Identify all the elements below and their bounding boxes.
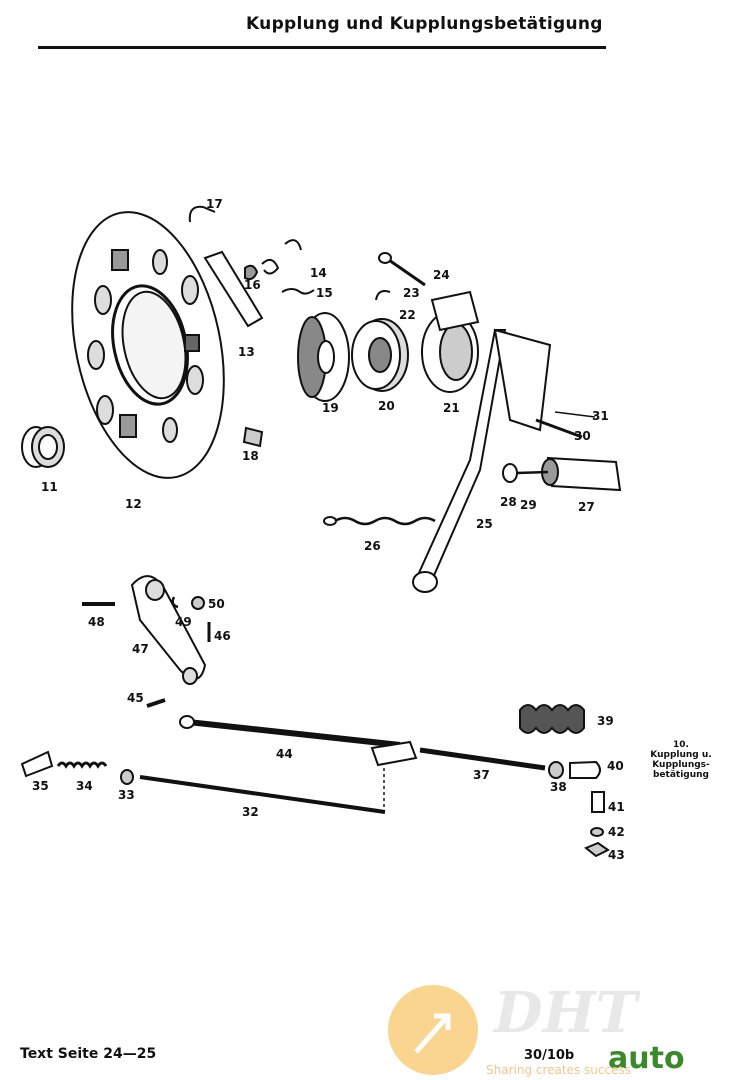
part-label-28: 28 — [500, 495, 517, 509]
part-label-30: 30 — [574, 429, 591, 443]
part-label-40: 40 — [607, 759, 624, 773]
part-label-20: 20 — [378, 399, 395, 413]
bushing-drawing — [21, 426, 65, 468]
part-label-12: 12 — [125, 497, 142, 511]
part-label-18: 18 — [242, 449, 259, 463]
part-label-16: 16 — [244, 278, 261, 292]
part-label-32: 32 — [242, 805, 259, 819]
part-label-47: 47 — [132, 642, 149, 656]
part-label-50: 50 — [208, 597, 225, 611]
part-label-19: 19 — [322, 401, 339, 415]
part-label-22: 22 — [399, 308, 416, 322]
part-label-17: 17 — [206, 197, 223, 211]
part-label-24: 24 — [433, 268, 450, 282]
part-label-44: 44 — [276, 747, 293, 761]
part-label-34: 34 — [76, 779, 93, 793]
part-label-45: 45 — [127, 691, 144, 705]
watermark-brand: DHT — [492, 980, 641, 1046]
part-label-26: 26 — [364, 539, 381, 553]
figure-caption: 10. Kupplung u. Kupplungs- betätigung — [636, 740, 726, 780]
part-label-43: 43 — [608, 848, 625, 862]
part-label-27: 27 — [578, 500, 595, 514]
page-title: Kupplung und Kupplungsbetätigung — [246, 14, 603, 34]
figure-caption-line2: Kupplungs- — [652, 760, 710, 770]
part-label-33: 33 — [118, 788, 135, 802]
part-label-21: 21 — [443, 401, 460, 415]
figure-caption-line3: betätigung — [652, 770, 709, 780]
part-label-25: 25 — [476, 517, 493, 531]
part-label-15: 15 — [316, 286, 333, 300]
dht-auto-watermark-logo: DHT auto Sharing creates success — [388, 980, 685, 1077]
part-label-11: 11 — [41, 480, 58, 494]
part-label-13: 13 — [238, 345, 255, 359]
part-label-35: 35 — [32, 779, 49, 793]
part-label-48: 48 — [88, 615, 105, 629]
part-label-41: 41 — [608, 800, 625, 814]
bearing-drawing — [351, 318, 409, 392]
part-label-37: 37 — [473, 768, 490, 782]
figure-number: 10. — [673, 740, 689, 750]
part-label-42: 42 — [608, 825, 625, 839]
part-label-38: 38 — [550, 780, 567, 794]
watermark-slogan: Sharing creates success — [486, 1063, 631, 1077]
figure-caption-line1: Kupplung u. — [650, 750, 712, 760]
watermark-auto: auto — [608, 1041, 685, 1076]
part-label-23: 23 — [403, 286, 420, 300]
part-label-31: 31 — [592, 409, 609, 423]
part-label-29: 29 — [520, 498, 537, 512]
release-ring-drawing — [297, 312, 350, 402]
part-label-49: 49 — [175, 615, 192, 629]
clutch-plate-drawing — [71, 211, 225, 479]
bearing-housing-drawing — [421, 290, 480, 393]
page-code: 30/10b — [524, 1048, 575, 1063]
title-rule — [38, 46, 606, 49]
text-page-reference: Text Seite 24—25 — [20, 1046, 157, 1062]
part-label-46: 46 — [214, 629, 231, 643]
part-label-39: 39 — [597, 714, 614, 728]
part-label-14: 14 — [310, 266, 327, 280]
